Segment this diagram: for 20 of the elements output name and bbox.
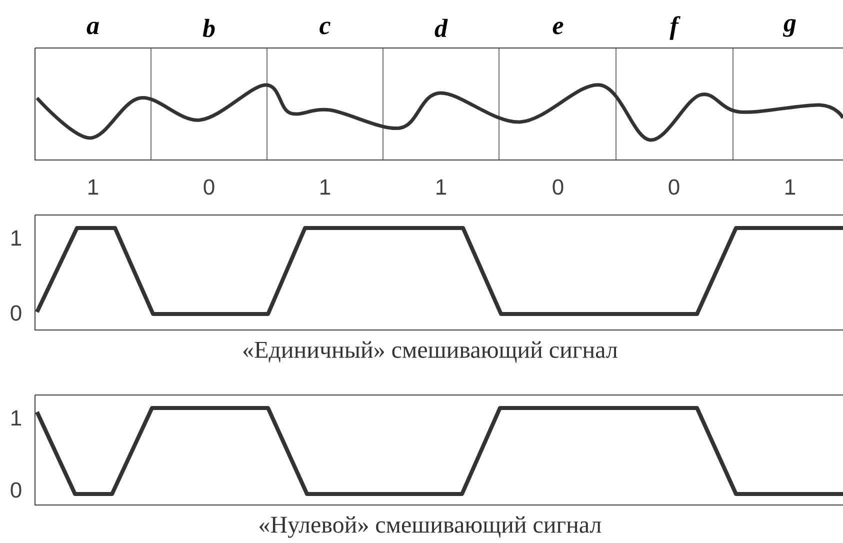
bit-value: 0 [204, 179, 214, 195]
bit-value: 1 [786, 179, 796, 195]
axis-label: 1 [12, 230, 22, 246]
column-letter: c [320, 22, 330, 34]
axis-label: 0 [10, 305, 22, 321]
caption: «Нулевой» смешивающий сигнал [260, 516, 602, 538]
column-letter: g [783, 19, 796, 37]
column-letter: e [552, 22, 564, 34]
axis-label: 1 [12, 410, 22, 426]
bit-value: 0 [668, 179, 680, 195]
bit-value: 1 [436, 179, 446, 195]
caption: «Единичный» смешивающий сигнал [243, 341, 618, 363]
bit-value: 1 [320, 179, 330, 195]
bit-value: 1 [88, 179, 98, 195]
column-letter: f [670, 16, 680, 40]
column-letter: b [202, 18, 215, 38]
column-letter: a [86, 22, 99, 34]
axis-label: 0 [10, 482, 22, 498]
bit-value: 0 [552, 179, 564, 195]
column-letter: d [434, 18, 448, 38]
